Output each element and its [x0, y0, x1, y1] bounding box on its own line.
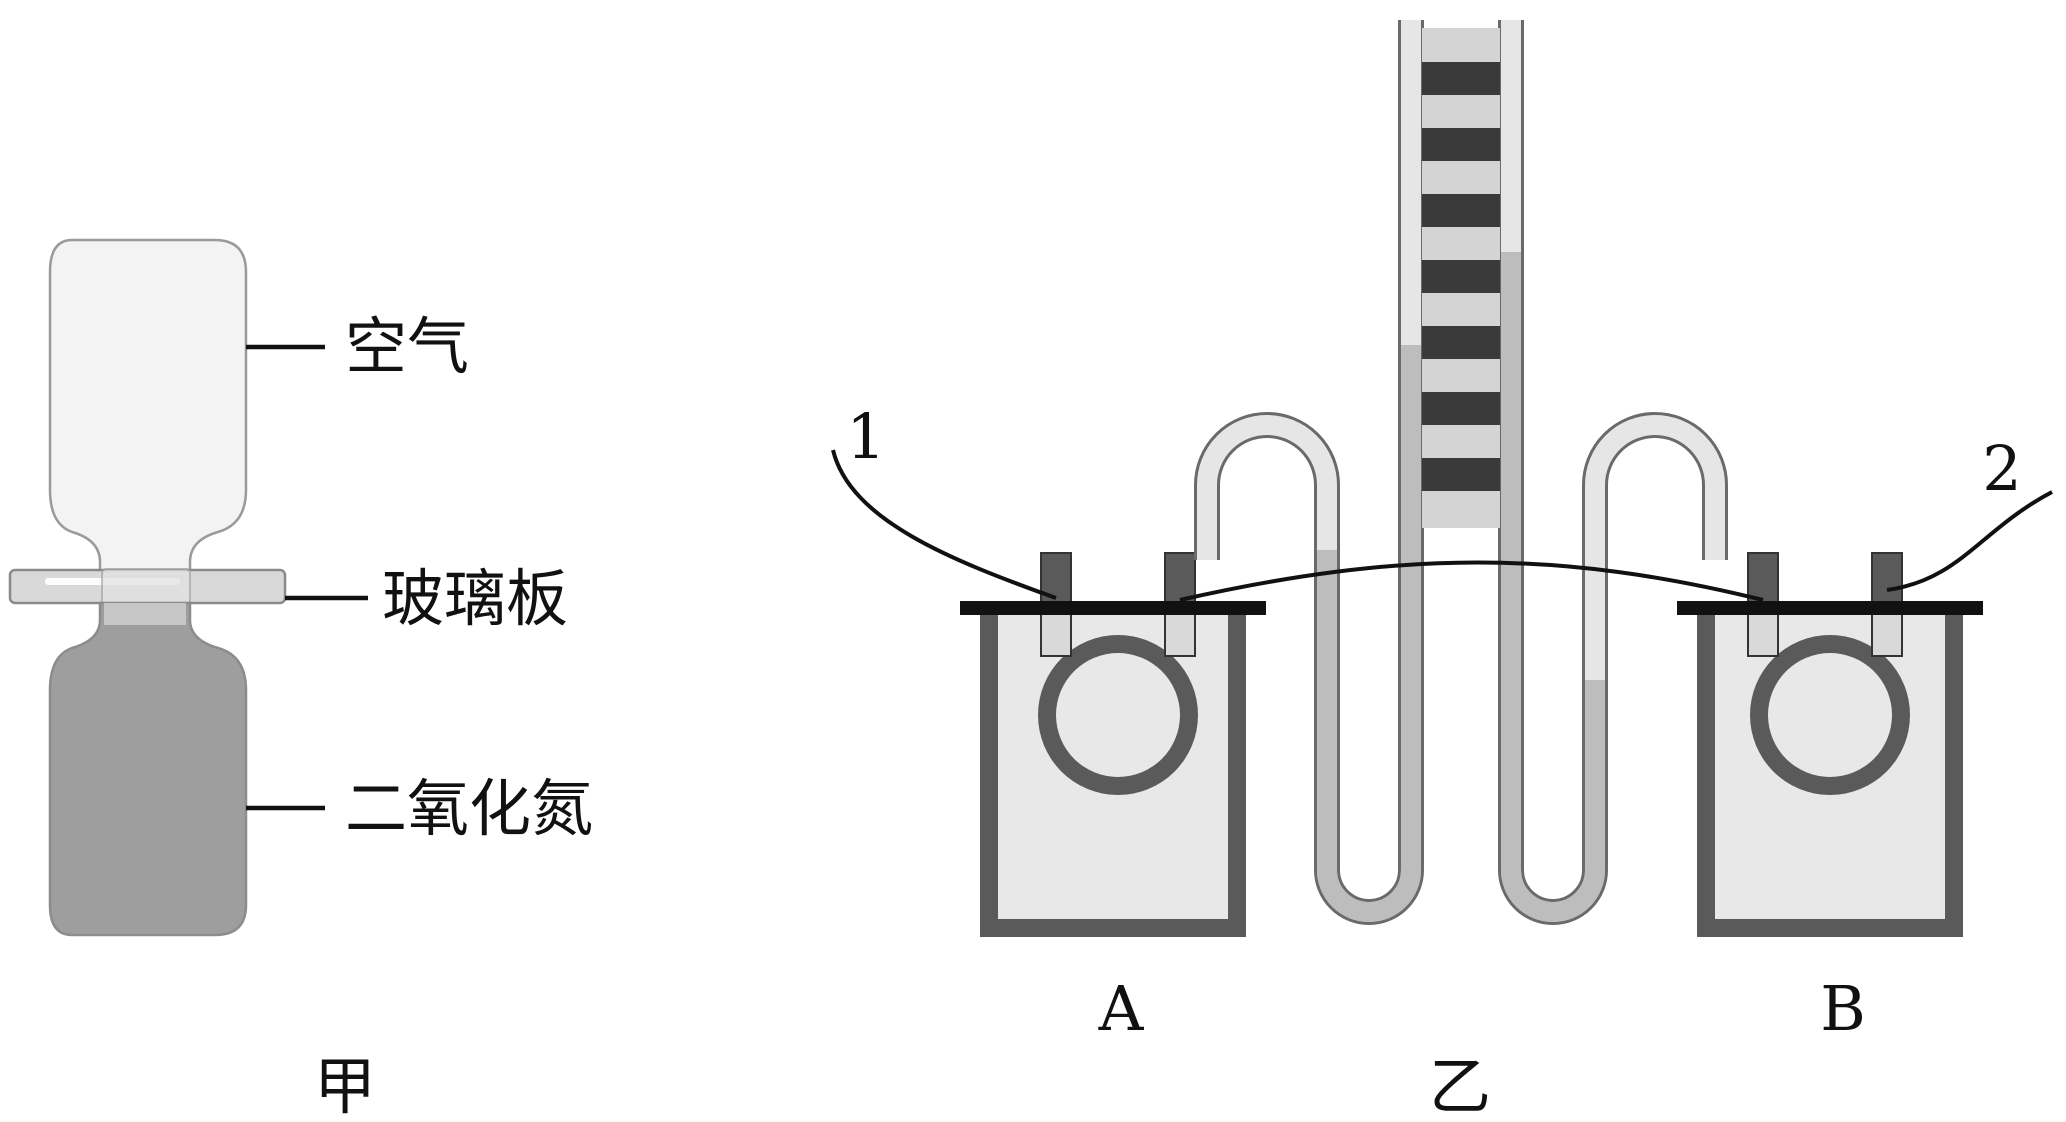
- scale-band: [1422, 326, 1500, 359]
- scale-band: [1422, 458, 1500, 491]
- wire-2: [1886, 490, 2053, 592]
- u-tube-right-body: [1501, 20, 1725, 922]
- terminal-b-right: [1871, 552, 1903, 604]
- nitrogen-dioxide-label: 二氧化氮: [345, 772, 593, 845]
- container-a-label: A: [1098, 972, 1145, 1045]
- container-b-label: B: [1820, 972, 1866, 1045]
- u-tube-right-liquid: [1501, 252, 1605, 922]
- nitrogen-dioxide-neck: [104, 603, 186, 625]
- container-b: [1677, 552, 1983, 937]
- air-label: 空气: [345, 310, 469, 383]
- glass-plate-label: 玻璃板: [382, 562, 568, 635]
- figure-jia-caption: 甲: [314, 1050, 376, 1122]
- wire-1: [831, 449, 1057, 600]
- wire-1-label: 1: [846, 400, 885, 473]
- coil-b-inner: [1768, 653, 1892, 777]
- measuring-scale: [1422, 28, 1500, 528]
- figure-yi: 1 2 A B 乙: [831, 20, 2053, 1122]
- scale-band: [1422, 62, 1500, 95]
- bottle-neck-overlap: [101, 568, 191, 606]
- scale-band: [1422, 260, 1500, 293]
- container-b-lid: [1677, 601, 1983, 615]
- coil-a-stem-left: [1040, 611, 1072, 657]
- container-a: [960, 552, 1266, 937]
- u-tube-left: [1194, 20, 1424, 925]
- nitrogen-dioxide-bottle: [48, 601, 248, 937]
- terminal-a-right: [1164, 552, 1196, 604]
- wire-2-label: 2: [1982, 432, 2021, 505]
- terminal-b-left: [1747, 552, 1779, 604]
- u-tube-right: [1498, 20, 1728, 925]
- scale-band: [1422, 128, 1500, 161]
- coil-a-inner: [1056, 653, 1180, 777]
- scale-band: [1422, 194, 1500, 227]
- figure-yi-caption: 乙: [1429, 1050, 1491, 1122]
- scale-band: [1422, 392, 1500, 425]
- coil-a-stem-right: [1164, 611, 1196, 657]
- container-a-lid: [960, 601, 1266, 615]
- air-bottle: [48, 238, 248, 577]
- figure-jia: 空气 玻璃板 二氧化氮 甲: [8, 238, 593, 1122]
- wire-connecting-a-b: [1179, 560, 1764, 602]
- u-tube-left-liquid: [1317, 345, 1421, 922]
- coil-b-stem-left: [1747, 611, 1779, 657]
- coil-b-stem-right: [1871, 611, 1903, 657]
